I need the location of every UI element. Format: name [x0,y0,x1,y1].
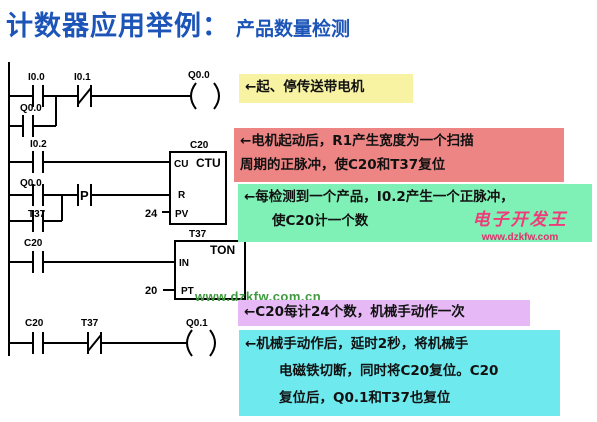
label-t37-out: T37 [81,318,99,329]
label-timer-pt: PT [181,286,194,297]
coil-q01-right [209,329,216,357]
contact-i01-slash [77,87,92,105]
note-green-line-1: ←每检测到一个产品，I0.2产生一个正脉冲， [244,189,514,205]
contact-t37-out-slash [87,334,102,352]
label-t37-r: T37 [28,209,46,220]
rung-2 [9,151,227,232]
label-timer-in: IN [179,258,189,269]
label-coil-q00: Q0.0 [188,70,210,81]
label-p-symbol: P [80,188,89,203]
label-timer-type: TON [210,243,235,257]
note-yellow: ←起、停传送带电机 [239,74,413,103]
label-i01: I0.1 [74,72,91,83]
timer-box [174,240,246,300]
label-c20-in: C20 [24,238,43,249]
note-yellow-line-1: ←起、停传送带电机 [245,79,365,95]
note-green: ←每检测到一个产品，I0.2产生一个正脉冲， 使C20计一个数 [238,184,592,242]
label-counter-pv-value: 24 [145,208,158,220]
note-red-line-1: ←电机起动后，R1产生宽度为一个扫描 [240,133,474,149]
label-counter-name: C20 [190,140,209,151]
rung-4 [9,329,216,357]
title-sub: 产品数量检测 [236,18,351,40]
site-logo: 电子开发王 www.dzkfw.com [460,205,580,243]
label-q00-seal: Q0.0 [20,103,42,114]
logo-url: www.dzkfw.com [481,232,559,243]
note-purple: ←C20每计24个数，机械手动作一次 [238,300,530,326]
note-cyan: ←机械手动作后，延时2秒，将机械手 电磁铁切断，同时将C20复位。C20 复位后… [239,330,560,416]
note-green-line-2: 使C20计一个数 [272,213,369,229]
coil-q00-right [213,82,220,110]
title-main: 计数器应用举例： [6,11,230,42]
slide-title: 计数器应用举例： 产品数量检测 [6,4,350,44]
label-i02: I0.2 [30,139,47,150]
label-counter-r: R [178,190,186,201]
label-i00: I0.0 [28,72,45,83]
rung-3 [9,240,246,300]
note-cyan-line-1: ←机械手动作后，延时2秒，将机械手 [245,336,469,352]
label-timer-pt-value: 20 [145,285,157,297]
label-counter-cu: CU [174,159,188,170]
logo-text: 电子开发王 [472,210,568,230]
counter-box [169,151,227,225]
note-purple-line-1: ←C20每计24个数，机械手动作一次 [244,304,465,320]
coil-q00-left [190,82,197,110]
label-c20-out: C20 [25,318,44,329]
label-timer-name: T37 [189,229,207,240]
label-counter-pv: PV [175,209,189,220]
label-counter-type: CTU [196,156,221,170]
note-cyan-line-2: 电磁铁切断，同时将C20复位。C20 [279,363,499,379]
coil-q01-left [186,329,193,357]
rung-1 [9,82,220,137]
label-coil-q01: Q0.1 [186,318,208,329]
note-red: ←电机起动后，R1产生宽度为一个扫描 周期的正脉冲，使C20和T37复位 [234,128,564,182]
note-cyan-line-3: 复位后，Q0.1和T37也复位 [279,390,451,406]
label-q00-r: Q0.0 [20,178,42,189]
note-red-line-2: 周期的正脉冲，使C20和T37复位 [240,157,446,173]
